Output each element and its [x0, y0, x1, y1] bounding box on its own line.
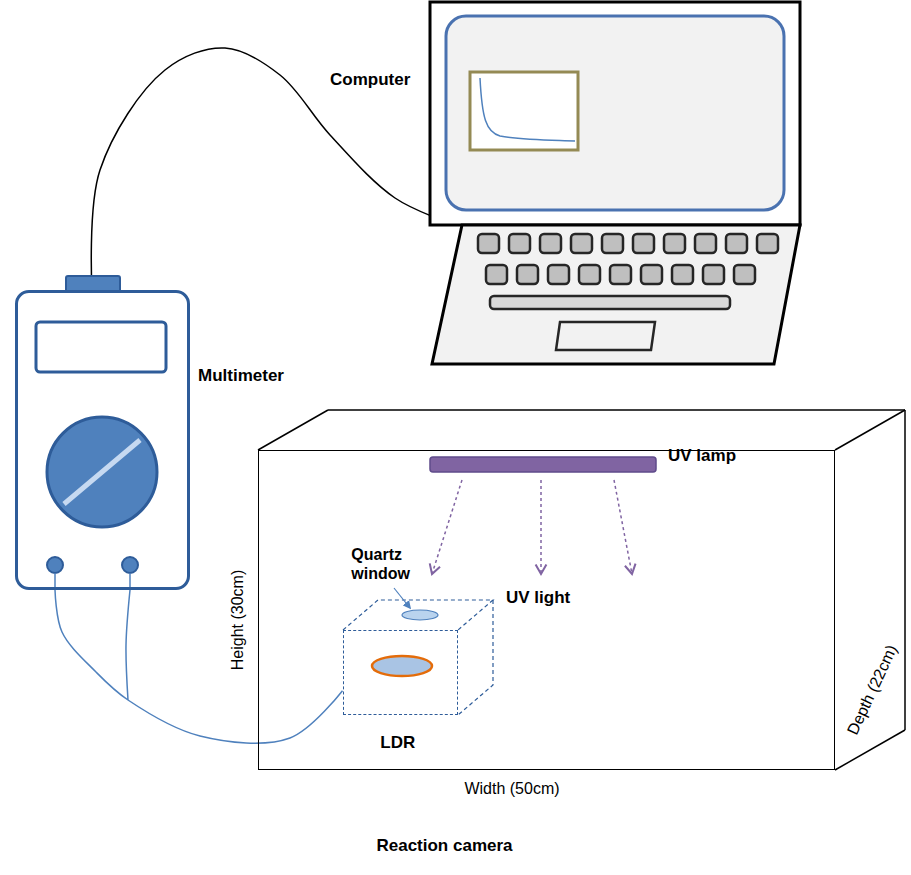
multimeter-body-fill — [17, 292, 188, 588]
sensor-top-edge — [343, 600, 493, 630]
quartz-window — [402, 610, 438, 620]
space-bar — [490, 296, 730, 309]
laptop-screen — [446, 16, 784, 210]
sensor-box-edges — [343, 600, 493, 715]
multimeter-box: Multimeter — [15, 290, 190, 590]
multimeter-display — [36, 322, 166, 372]
uv-ray — [432, 480, 462, 574]
keyboard-key — [703, 265, 724, 284]
uv-rays — [432, 480, 632, 574]
keyboard-key — [641, 265, 662, 284]
dial-pointer — [64, 440, 140, 504]
keyboard-key — [672, 265, 693, 284]
touchpad — [556, 322, 655, 350]
screen-graph-frame — [470, 72, 578, 150]
keyboard-key — [726, 234, 747, 253]
uv-ray — [614, 480, 632, 574]
chamber-edge — [258, 410, 328, 450]
probe-wires — [55, 590, 343, 743]
laptop-drawing — [430, 2, 800, 364]
dimension-label: Depth (22cm) — [843, 642, 900, 737]
node-heading: Computer — [330, 70, 410, 90]
reaction-chamber: Reaction cameraQuartz windowLDR — [258, 450, 835, 770]
sensor-box: Quartz windowLDR — [343, 630, 458, 715]
chamber-drawing — [258, 410, 905, 770]
leader-line — [394, 588, 410, 608]
keyboard-key — [517, 265, 538, 284]
keyboard-key — [757, 234, 778, 253]
chamber-edge — [328, 409, 905, 411]
keyboard-key — [664, 234, 685, 253]
chamber-edge — [904, 410, 906, 730]
keyboard-key — [579, 265, 600, 284]
uv-ray — [540, 480, 542, 574]
sensor-side-edge — [458, 600, 493, 715]
keyboard-key — [540, 234, 561, 253]
laptop-lid — [430, 2, 800, 225]
node-label: LDR — [380, 733, 415, 753]
chamber-edge — [835, 410, 905, 450]
selector-dial — [47, 417, 157, 527]
part-label: UV lamp — [668, 446, 736, 466]
decay-curve — [480, 78, 575, 141]
keyboard-key — [610, 265, 631, 284]
keyboard-key — [633, 234, 654, 253]
keyboard-key — [602, 234, 623, 253]
chamber-edge — [835, 730, 905, 770]
keyboard-key — [486, 265, 507, 284]
multimeter-drawing — [17, 276, 188, 590]
uv-lamp — [430, 457, 656, 472]
keyboard-key — [695, 234, 716, 253]
node-heading: Reaction camera — [376, 836, 512, 856]
terminal — [47, 557, 63, 573]
node-heading: Multimeter — [198, 366, 284, 386]
keyboard-keys — [478, 234, 778, 284]
laptop-base — [432, 225, 800, 364]
dimension-label: Height (30cm) — [229, 570, 247, 670]
keyboard-key — [548, 265, 569, 284]
part-label: UV light — [506, 588, 570, 608]
keyboard-key — [478, 234, 499, 253]
keyboard-key — [571, 234, 592, 253]
keyboard-key — [734, 265, 755, 284]
dimension-label: Width (50cm) — [464, 780, 559, 798]
node-heading: Quartz window — [351, 545, 423, 583]
keyboard-key — [509, 234, 530, 253]
usb-cable — [91, 48, 455, 290]
terminal — [122, 557, 138, 573]
laptop-computer: Computer — [425, 0, 805, 368]
ldr-sensor — [372, 656, 432, 676]
